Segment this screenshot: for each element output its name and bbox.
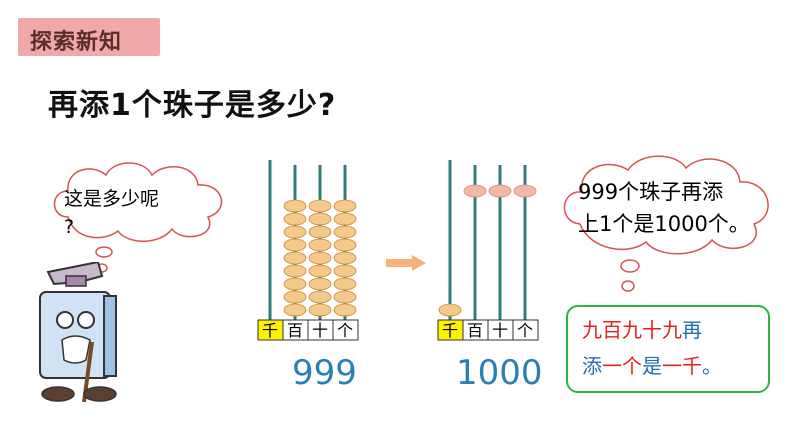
abacus-bead [308, 277, 332, 291]
left-thought-cloud [53, 162, 223, 242]
abacus-bead [308, 199, 332, 213]
abacus-bead [283, 199, 307, 213]
abacus-left: 千百十个 [257, 160, 359, 341]
abacus-bead [333, 277, 357, 291]
right-cloud-bubbles [620, 259, 640, 292]
section-tag: 探索新知 [18, 18, 160, 56]
conclusion-part6: 一千 [662, 354, 702, 378]
conclusion-part4: 一个 [602, 354, 642, 378]
abacus-bead [333, 212, 357, 226]
abacus-label: 十 [492, 321, 508, 340]
abacus-left-value: 999 [292, 353, 357, 393]
conclusion-line2: 添一个是一千。 [582, 351, 722, 381]
abacus-bead [333, 199, 357, 213]
abacus-label-box [332, 319, 359, 341]
abacus-bead [333, 303, 357, 317]
conclusion-part5: 是 [642, 354, 662, 378]
abacus-bead [308, 251, 332, 265]
abacus-bead [333, 225, 357, 239]
abacus-bead [333, 264, 357, 278]
conclusion-part2: 再 [682, 318, 702, 342]
abacus-label-box [512, 319, 539, 341]
abacus-bead [308, 264, 332, 278]
right-cloud-line1: 999个珠子再添 [578, 180, 724, 204]
abacus-label: 个 [517, 321, 533, 340]
conclusion-line1: 九百九十九再 [582, 315, 702, 345]
abacus-bead [283, 238, 307, 252]
abacus-top-bead [463, 184, 487, 198]
abacus-label: 个 [337, 321, 353, 340]
conclusion-part1: 九百九十九 [582, 318, 682, 342]
abacus-right-value: 1000 [456, 353, 543, 393]
abacus-bead [438, 303, 462, 317]
abacus-label: 百 [287, 321, 303, 340]
abacus-bead [283, 264, 307, 278]
right-thought-cloud [563, 155, 769, 255]
left-cloud-line1: 这是多少呢 [64, 188, 160, 210]
abacus-bead [308, 303, 332, 317]
abacus-bead [308, 238, 332, 252]
abacus-bead [283, 303, 307, 317]
left-cloud-line2: ? [64, 216, 75, 238]
abacus-label: 百 [467, 321, 483, 340]
right-cloud-line2: 上1个是1000个。 [578, 212, 750, 236]
abacus-bead [308, 290, 332, 304]
conclusion-part7: 。 [702, 354, 722, 378]
section-tag-label: 探索新知 [30, 30, 123, 55]
question-title: 再添1个珠子是多少? [48, 88, 337, 123]
abacus-label: 千 [262, 321, 278, 340]
abacus-bead [333, 290, 357, 304]
abacus-bead [283, 251, 307, 265]
conclusion-box: 九百九十九再 添一个是一千。 [566, 305, 770, 393]
conclusion-part3: 添 [582, 354, 602, 378]
abacus-bead [333, 238, 357, 252]
abacus-bead [283, 290, 307, 304]
abacus-bead [333, 251, 357, 265]
abacus-label: 十 [312, 321, 328, 340]
abacus-bead [308, 212, 332, 226]
abacus-label: 千 [442, 321, 458, 340]
abacus-right: 千百十个 [437, 160, 539, 341]
abacus-top-bead [488, 184, 512, 198]
abacus-bead [283, 277, 307, 291]
abacus-top-bead [513, 184, 537, 198]
arrow-right-icon [386, 255, 426, 271]
abacus-bead [308, 225, 332, 239]
book-character-illustration [39, 262, 117, 403]
right-cloud-text: 999个珠子再添 上1个是1000个。 [578, 176, 778, 240]
left-cloud-text: 这是多少呢 ? [64, 185, 204, 241]
abacus-bead [283, 225, 307, 239]
abacus-bead [283, 212, 307, 226]
